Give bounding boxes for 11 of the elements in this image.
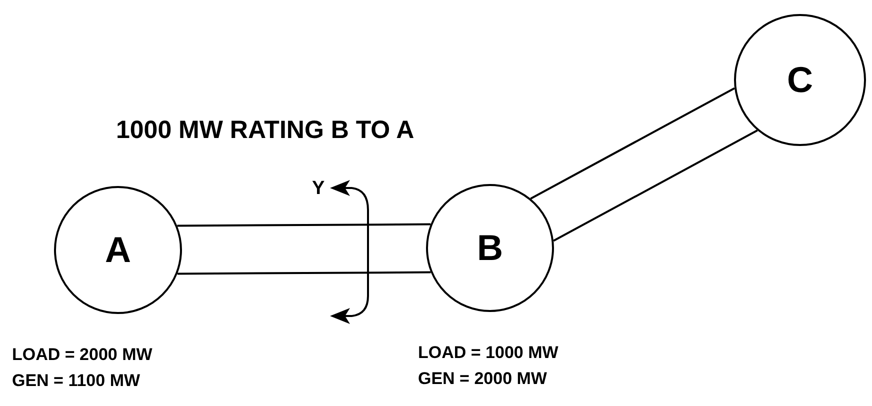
bus-label: A bbox=[105, 229, 131, 271]
bus-value: LOAD = 1000 MW bbox=[418, 342, 558, 364]
bus-value: GEN = 2000 MW bbox=[418, 368, 548, 390]
bus-label: C bbox=[787, 59, 813, 101]
transmission-line bbox=[176, 223, 432, 275]
interface-label: Y bbox=[312, 178, 325, 200]
bus-value: LOAD = 2000 MW bbox=[12, 344, 152, 366]
title: 1000 MW RATING B TO A bbox=[116, 116, 414, 145]
bus-label: B bbox=[477, 227, 503, 269]
bus-value: GEN = 1100 MW bbox=[12, 370, 142, 392]
transmission-line bbox=[530, 87, 758, 242]
